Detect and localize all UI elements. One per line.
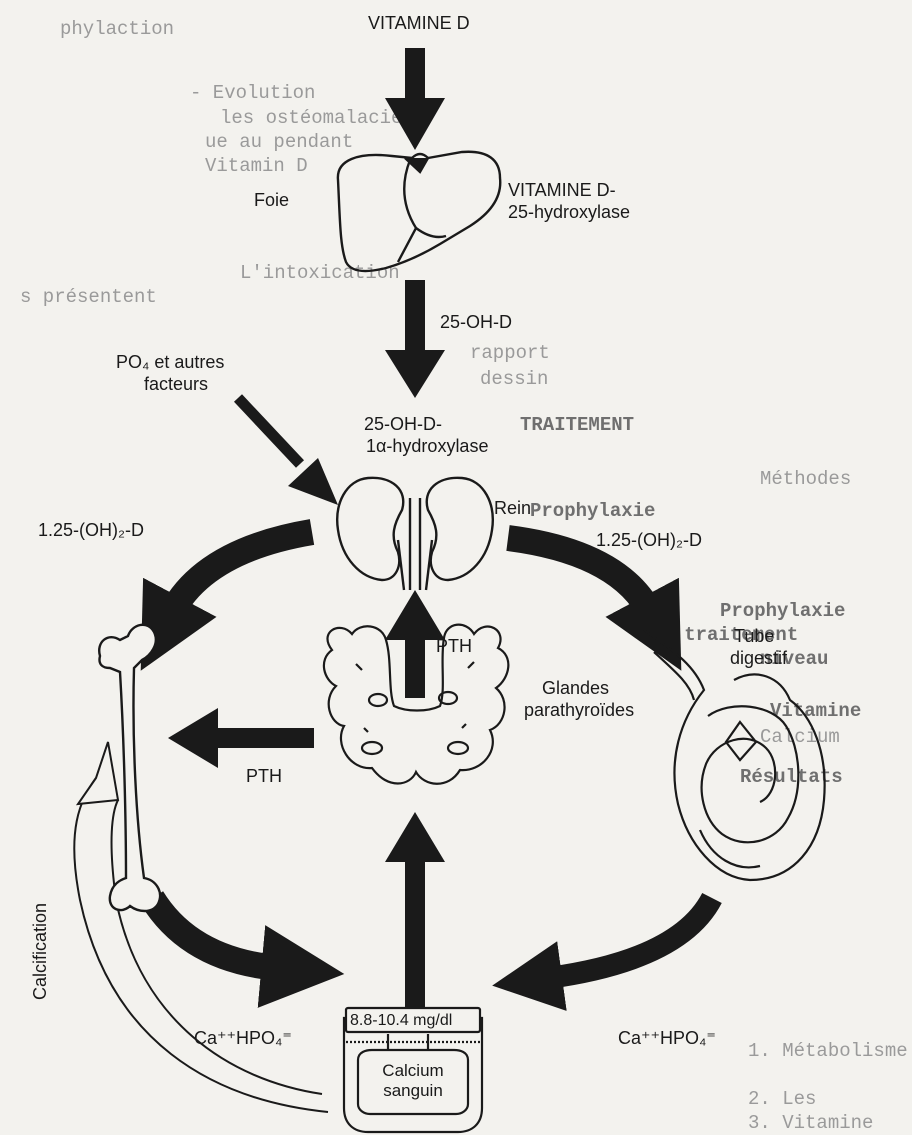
pth-left-label: PTH	[246, 766, 282, 787]
phosphate-label-line1: PO₄ et autres	[116, 352, 224, 373]
kidneys-illustration	[337, 478, 493, 590]
blood-calcium-label-line2: sanguin	[358, 1080, 468, 1101]
kidney-enzyme-label-line1: 25-OH-D-	[364, 414, 442, 435]
blood-range-label: 8.8-10.4 mg/dl	[350, 1010, 452, 1031]
arrow-blood-to-parathyroid	[385, 812, 445, 1008]
calcification-label: Calcification	[30, 903, 51, 1000]
kidney-enzyme-label-line2: 1α-hydroxylase	[366, 436, 488, 457]
digestive-tube-label-line2: digestif	[730, 648, 787, 669]
parathyroid-label-line2: parathyroïdes	[524, 700, 634, 721]
vitamin-d-label: VITAMINE D	[368, 13, 470, 34]
blood-calcium-label-line1: Calcium	[358, 1060, 468, 1081]
liver-enzyme-label-line2: 25-hydroxylase	[508, 202, 630, 223]
arrow-bone-to-blood	[152, 898, 278, 968]
phosphate-label-line2: facteurs	[144, 374, 208, 395]
arrow-phosphate-to-kidney	[238, 398, 338, 505]
calcitriol-right-label: 1.25-(OH)₂-D	[596, 530, 702, 551]
liver-label: Foie	[254, 190, 289, 211]
calcitriol-left-label: 1.25-(OH)₂-D	[38, 520, 144, 541]
arrow-vitd-to-liver	[385, 48, 445, 150]
parathyroid-label-line1: Glandes	[542, 678, 609, 699]
calcification-arrow	[74, 742, 328, 1112]
liver-enzyme-label-line1: VITAMINE D-	[508, 180, 616, 201]
liver-illustration	[338, 152, 500, 271]
calcium-phosphate-right-label: Ca⁺⁺HPO₄⁼	[618, 1028, 716, 1049]
arrow-gut-to-blood	[548, 898, 712, 978]
pth-up-label: PTH	[436, 636, 472, 657]
arrow-parathyroid-to-bone	[168, 708, 314, 768]
digestive-tube-label-line1: Tube	[734, 626, 774, 647]
metabolite-25ohd-label: 25-OH-D	[440, 312, 512, 333]
kidney-label: Rein	[494, 498, 531, 519]
arrow-kidney-to-bone	[172, 532, 312, 612]
arrow-liver-to-kidney	[385, 280, 445, 398]
calcium-phosphate-left-label: Ca⁺⁺HPO₄⁼	[194, 1028, 292, 1049]
